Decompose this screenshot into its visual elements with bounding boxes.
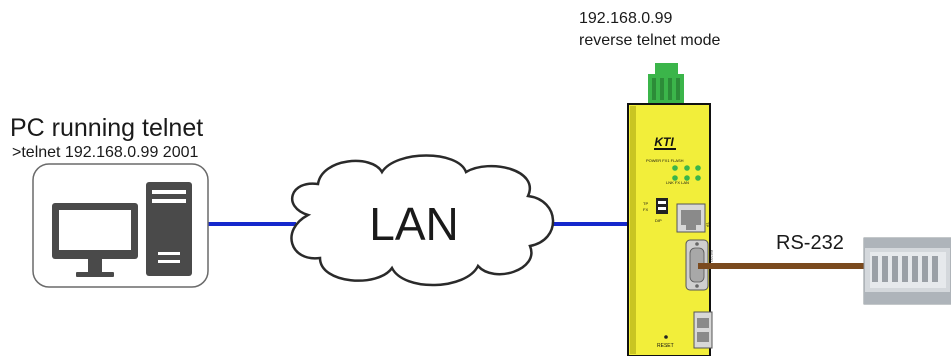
device-ip-label: 192.168.0.99: [579, 10, 673, 27]
svg-text:FX: FX: [643, 207, 648, 212]
device-brand-logo: KTI: [654, 135, 674, 149]
device-mode-label: reverse telnet mode: [579, 32, 721, 49]
led-power: [672, 165, 678, 171]
svg-text:RS232: RS232: [709, 250, 714, 263]
db9-serial-port-icon: [685, 239, 709, 291]
reset-label: RESET: [657, 343, 674, 349]
sfp-port-icon: [693, 311, 713, 349]
svg-text:TP: TP: [705, 222, 710, 227]
dip-switch: [656, 198, 668, 214]
led-flash: [695, 165, 701, 171]
led-lnk: [672, 175, 678, 181]
led-fx1: [684, 165, 690, 171]
led-lan: [695, 175, 701, 181]
serial-device-plc-icon: [863, 237, 951, 305]
pc-computer-icon: [32, 163, 209, 288]
rs232-label: RS-232: [776, 232, 844, 254]
reset-button-icon: [664, 335, 668, 339]
lan-cloud: LAN: [290, 154, 555, 287]
svg-text:LNK FX LAN: LNK FX LAN: [666, 180, 689, 185]
lan-label: LAN: [369, 198, 458, 250]
led-fx: [684, 175, 690, 181]
svg-text:POWER FX1 FLASH: POWER FX1 FLASH: [646, 158, 684, 163]
power-terminal-block: [648, 63, 684, 104]
telnet-command: >telnet 192.168.0.99 2001: [12, 144, 199, 161]
rj45-port-icon: [676, 203, 706, 233]
pc-title: PC running telnet: [10, 114, 204, 142]
svg-text:TP: TP: [643, 201, 648, 206]
device-server: KTI POWER FX1 FLASH LNK FX LAN TP FX DIP…: [627, 103, 714, 356]
svg-text:DIP: DIP: [655, 218, 662, 223]
